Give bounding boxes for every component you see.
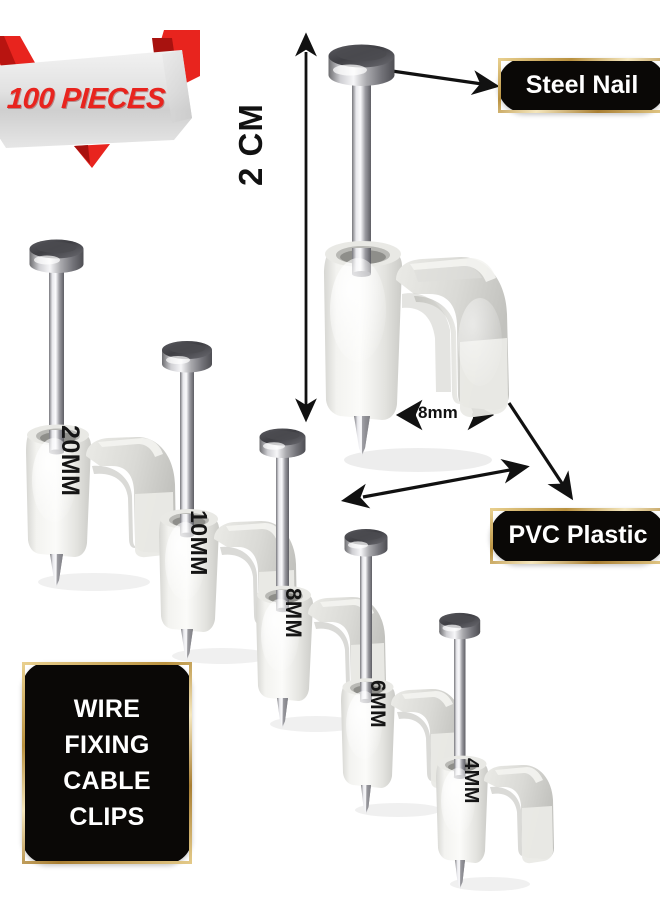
usage-line-3: CABLE: [63, 767, 151, 795]
cable-clip-8mm-size-label: 8MM: [281, 588, 306, 639]
cable-clip-hero: [310, 42, 520, 482]
callout-badge-usage-label: WIRE FIXING CABLE CLIPS: [63, 691, 151, 836]
cable-clip-4mm-size-label: 4MM: [460, 758, 482, 804]
height-dimension-label: 2 CM: [232, 103, 269, 186]
quantity-ribbon-label: 100 PIECES: [5, 83, 167, 115]
quantity-ribbon-banner: 100 PIECES: [0, 28, 202, 168]
cable-clip-20mm-size-label: 20MM: [56, 425, 84, 497]
callout-badge-pvc-plastic-label: PVC Plastic: [508, 521, 648, 550]
cable-clip-4mm: 4MM: [430, 612, 560, 897]
cable-clip-6mm-size-label: 6MM: [366, 680, 389, 729]
usage-line-4: CLIPS: [69, 803, 145, 832]
cable-clip-10mm: 10MM: [150, 340, 302, 670]
ribbon-shape-icon: [0, 30, 200, 168]
width-dimension-label: 8mm: [418, 403, 458, 422]
usage-line-2: FIXING: [64, 730, 150, 759]
cable-clip-10mm-size-label: 10MM: [186, 510, 212, 576]
usage-line-1: WIRE: [73, 694, 141, 723]
callout-badge-steel-nail[interactable]: Steel Nail: [498, 58, 660, 113]
callout-badge-pvc-plastic[interactable]: PVC Plastic: [490, 508, 660, 564]
callout-badge-usage[interactable]: WIRE FIXING CABLE CLIPS: [22, 662, 192, 864]
cable-clip-20mm: 20MM: [16, 238, 181, 598]
callout-badge-steel-nail-label: Steel Nail: [525, 70, 639, 99]
